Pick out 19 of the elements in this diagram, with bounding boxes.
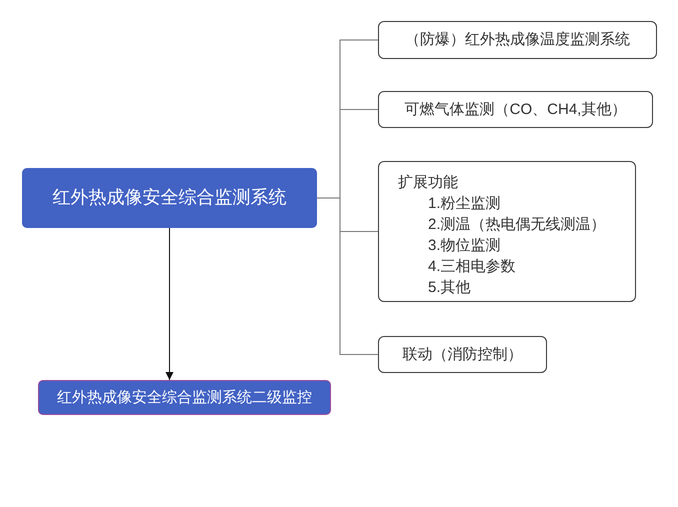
box-heading: 扩展功能 <box>398 173 458 193</box>
process-box <box>22 168 317 228</box>
process-box <box>38 380 331 415</box>
list-item: 1.粉尘监测 <box>428 194 501 214</box>
process-box <box>378 161 636 302</box>
process-box <box>378 91 653 128</box>
connector-line <box>316 198 378 355</box>
process-box <box>378 336 547 373</box>
box-label: 联动（消防控制） <box>402 346 522 364</box>
box-label: 红外热成像安全综合监测系统二级监控 <box>57 388 312 406</box>
list-item: 2.测温（热电偶无线测温） <box>428 215 606 235</box>
process-box <box>378 21 657 59</box>
box-label: 红外热成像安全综合监测系统 <box>52 187 286 209</box>
arrow <box>166 228 174 380</box>
list-item: 4.三相电参数 <box>428 257 516 277</box>
box-label: （防爆）红外热成像温度监测系统 <box>405 31 630 49</box>
box-label: 可燃气体监测（CO、CH4,其他） <box>404 100 626 118</box>
list-item: 5.其他 <box>428 278 471 298</box>
list-item: 3.物位监测 <box>428 236 501 256</box>
